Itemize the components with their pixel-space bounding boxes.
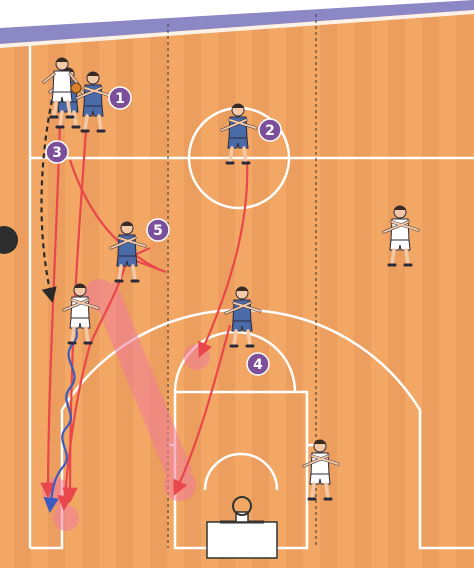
badge-label: 1	[115, 91, 125, 107]
badge-1: 1	[109, 87, 131, 109]
badge-label: 2	[265, 123, 275, 139]
badge-5: 5	[147, 219, 169, 241]
badge-2: 2	[259, 119, 281, 141]
badge-label: 4	[253, 357, 263, 373]
badge-4: 4	[247, 353, 269, 375]
badge-label: 5	[153, 223, 163, 239]
badge-label: 3	[52, 145, 62, 161]
badge-3: 3	[46, 141, 68, 163]
ball-icon	[71, 83, 81, 93]
